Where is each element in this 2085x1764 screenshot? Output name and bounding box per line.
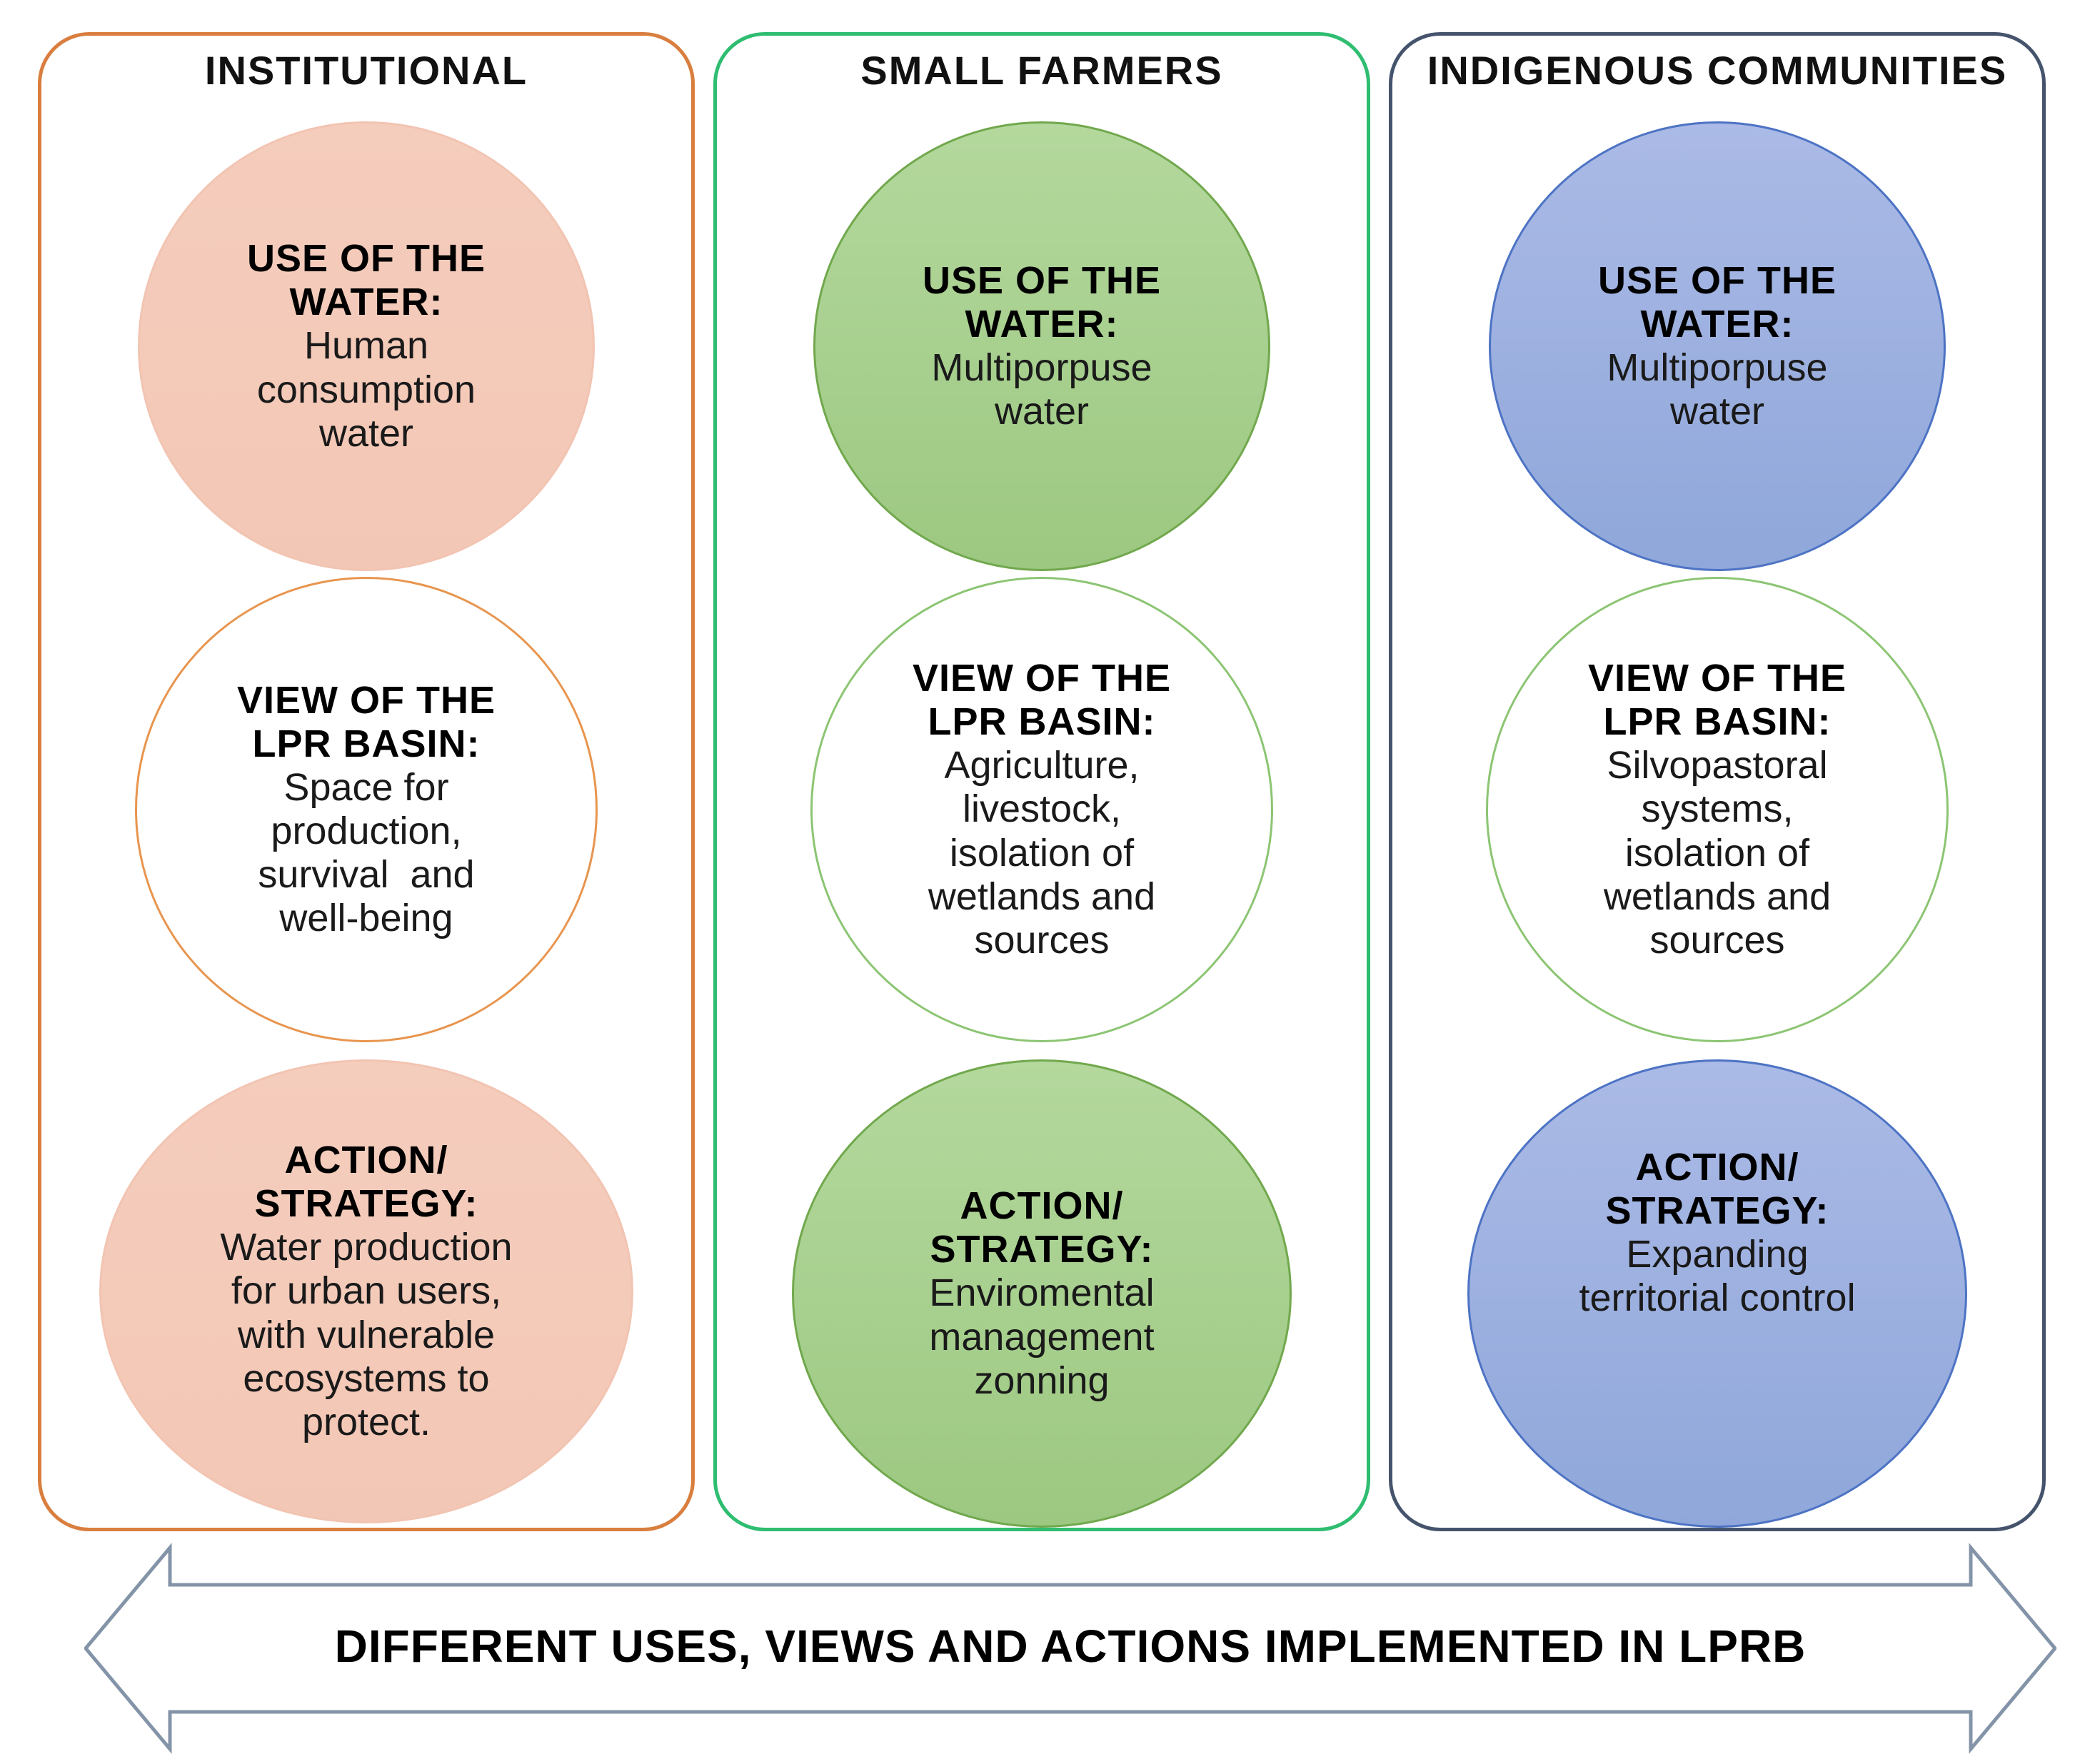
circle-text: ACTION/ STRATEGY: Expanding territorial … [1579,1146,1855,1441]
circle-text: VIEW OF THE LPR BASIN: Agriculture, live… [913,657,1171,962]
column-title-institutional: INSTITUTIONAL [204,48,528,93]
circle-heading: USE OF THE WATER: [1597,258,1837,346]
circle-action-strategy: ACTION/ STRATEGY: Enviromental managemen… [792,1059,1292,1528]
circle-heading: VIEW OF THE LPR BASIN: [1588,657,1847,744]
circle-heading: ACTION/ STRATEGY: [930,1184,1154,1271]
circle-heading: VIEW OF THE LPR BASIN: [237,678,496,765]
double-arrow-shape [84,1543,2056,1754]
circle-use-of-water: USE OF THE WATER: Multiporpuse water [1489,121,1946,571]
circle-action-strategy: ACTION/ STRATEGY: Expanding territorial … [1467,1059,1967,1528]
circle-heading: ACTION/ STRATEGY: [254,1139,478,1226]
circle-action-strategy: ACTION/ STRATEGY: Water production for u… [99,1059,633,1523]
circle-body: Human consumption water [256,324,476,455]
circle-text: USE OF THE WATER: Human consumption wate… [247,237,486,455]
circle-use-of-water: USE OF THE WATER: Multiporpuse water [813,121,1270,571]
circle-body: Multiporpuse water [931,346,1152,433]
circle-heading: VIEW OF THE LPR BASIN: [913,657,1171,744]
circle-body: Agriculture, livestock, isolation of wet… [928,744,1156,962]
circle-body: Expanding territorial control [1579,1233,1856,1320]
columns-row: INSTITUTIONAL USE OF THE WATER: Human con… [38,32,2046,1531]
circle-text: VIEW OF THE LPR BASIN: Space for product… [237,679,496,940]
column-title-indigenous-communities: INDIGENOUS COMMUNITIES [1427,48,2008,93]
circle-heading: USE OF THE WATER: [922,258,1162,346]
circle-heading: ACTION/ STRATEGY: [1605,1145,1829,1232]
column-institutional: INSTITUTIONAL USE OF THE WATER: Human con… [38,32,695,1531]
circle-text: ACTION/ STRATEGY: Enviromental managemen… [929,1184,1154,1402]
circle-body: Space for production, survival and well-… [258,765,475,940]
circle-body: Water production for urban users, with v… [220,1226,513,1443]
circle-use-of-water: USE OF THE WATER: Human consumption wate… [138,121,595,571]
circle-body: Multiporpuse water [1607,346,1828,433]
bottom-arrow-banner: DIFFERENT USES, VIEWS AND ACTIONS IMPLEM… [84,1541,2056,1756]
circle-body: Silvopastoral systems, isolation of wetl… [1603,744,1832,962]
circle-text: USE OF THE WATER: Multiporpuse water [1598,259,1837,433]
double-headed-arrow-icon [84,1543,2056,1754]
circle-view-of-basin: VIEW OF THE LPR BASIN: Silvopastoral sys… [1486,577,1949,1042]
circle-text: VIEW OF THE LPR BASIN: Silvopastoral sys… [1588,657,1847,962]
circle-view-of-basin: VIEW OF THE LPR BASIN: Agriculture, live… [810,577,1273,1042]
column-title-small-farmers: SMALL FARMERS [860,48,1223,93]
column-small-farmers: SMALL FARMERS USE OF THE WATER: Multiporp… [713,32,1370,1531]
circle-heading: USE OF THE WATER: [246,237,486,324]
column-indigenous-communities: INDIGENOUS COMMUNITIES USE OF THE WATER: … [1389,32,2046,1531]
circle-text: ACTION/ STRATEGY: Water production for u… [220,1139,512,1443]
circle-body: Enviromental management zonning [929,1271,1155,1402]
arrow-caption: DIFFERENT USES, VIEWS AND ACTIONS IMPLEM… [334,1621,1807,1673]
circle-view-of-basin: VIEW OF THE LPR BASIN: Space for product… [135,577,598,1042]
circle-text: USE OF THE WATER: Multiporpuse water [923,259,1161,433]
